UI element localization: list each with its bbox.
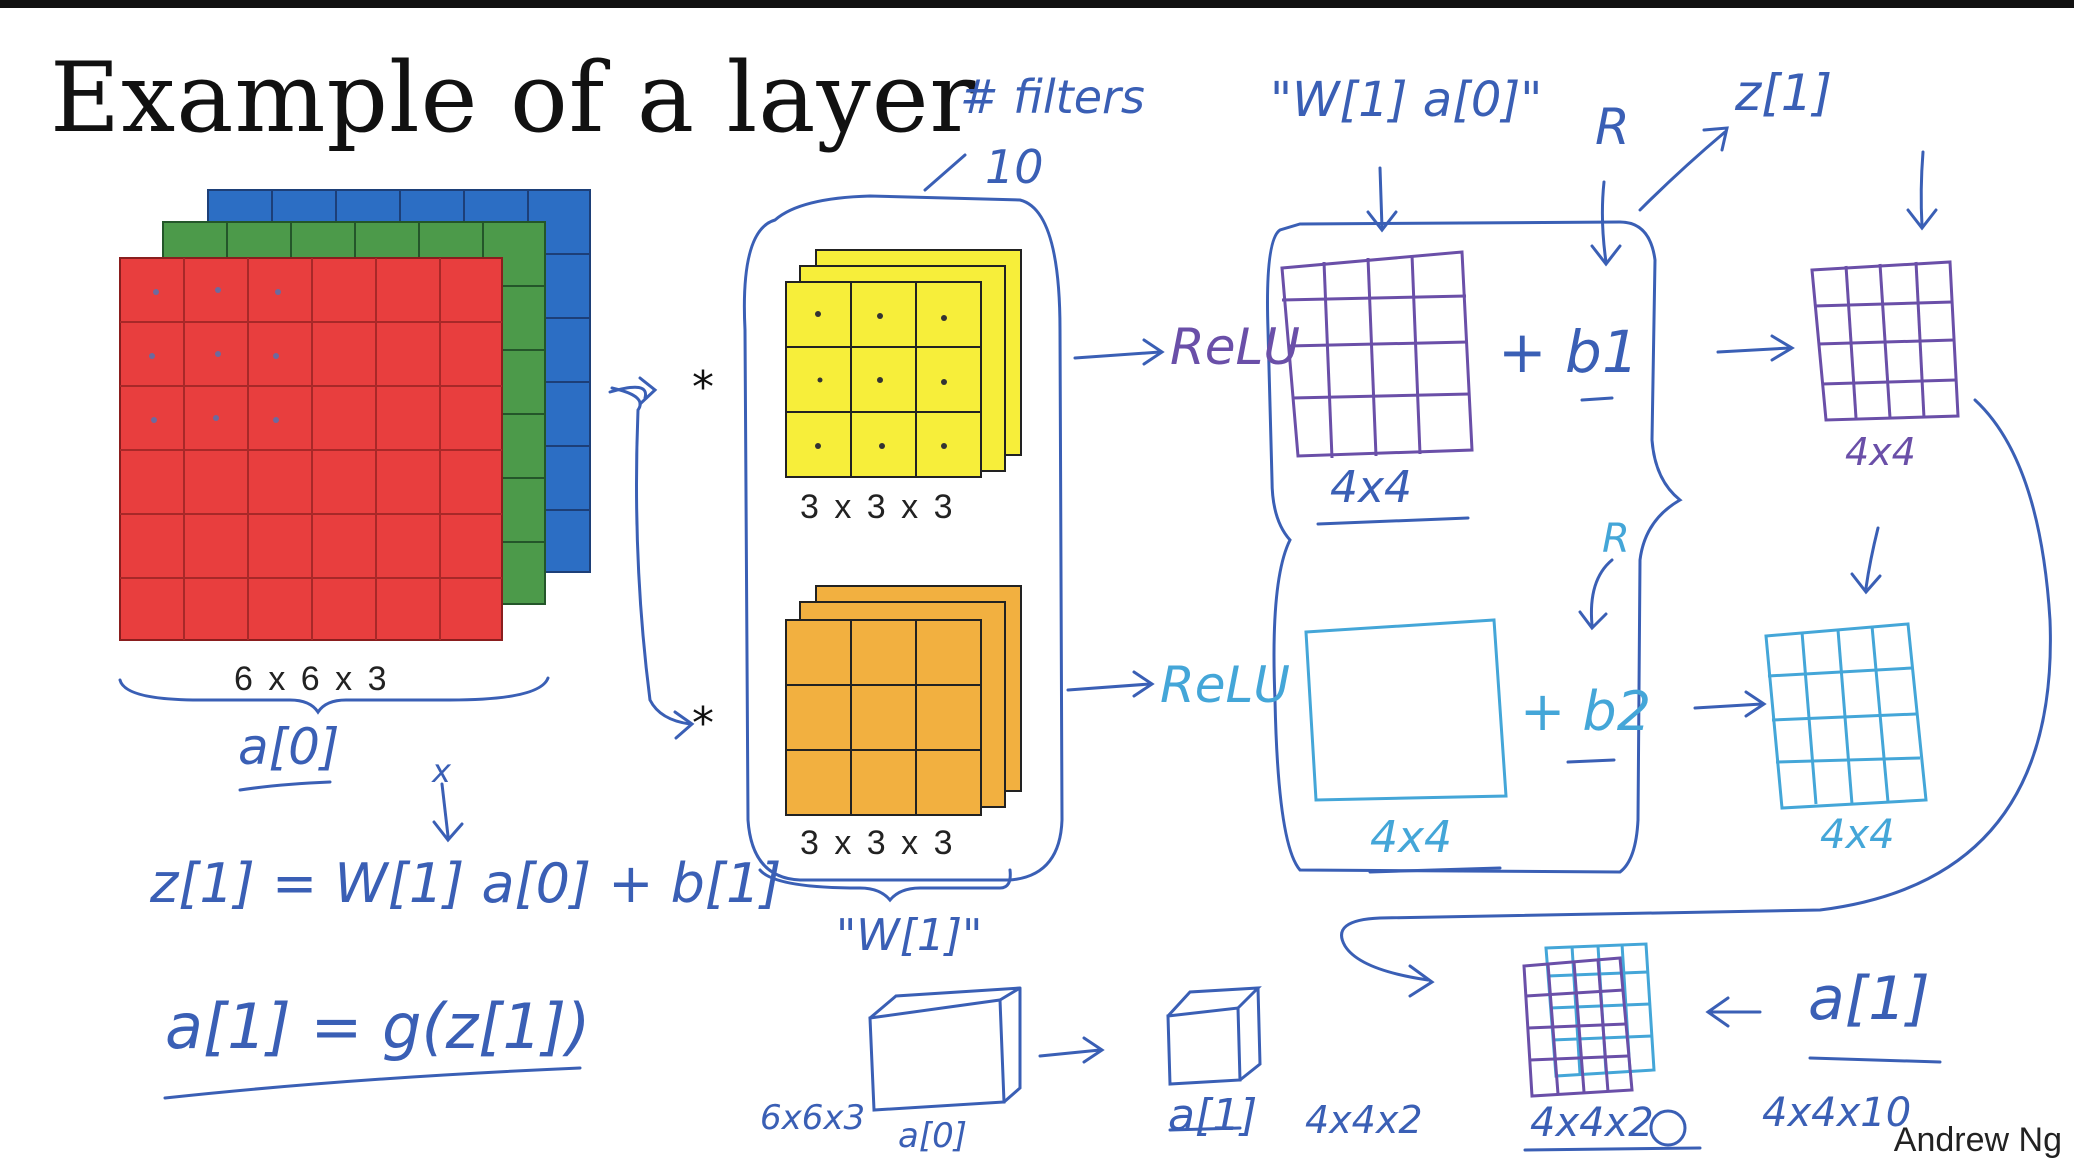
bias-2: + b2 [1520, 680, 1652, 743]
conv-output-grid-1 [1280, 250, 1474, 459]
dim-44-2: 4x4x2 [1530, 1100, 1654, 1146]
dim-663: 6x6x3 [760, 1098, 866, 1138]
a0-annotation: a[0] [238, 718, 340, 776]
z1-annotation: z[1] [1735, 64, 1833, 122]
relu-output-grid-2 [1764, 622, 1928, 810]
yellow-filter [785, 249, 1022, 478]
bias-1: + b1 [1498, 318, 1639, 386]
dim-4410: 4x4x10 [1762, 1090, 1912, 1136]
a1-small: a[1] [1168, 1090, 1258, 1141]
convolution-star-2: * [692, 698, 714, 749]
relu-1: ReLU [1170, 318, 1300, 376]
out1-size: 4x4 [1845, 430, 1916, 474]
filter2-label: 3 x 3 x 3 [800, 824, 956, 862]
ink-strokes [118, 126, 2052, 1152]
red-channel [119, 257, 503, 641]
x-annotation: x [432, 752, 451, 790]
filters-annotation: # filters [960, 70, 1145, 124]
filter1-label: 3 x 3 x 3 [800, 488, 956, 526]
conv-output-grid-2 [1304, 618, 1508, 802]
stacked-output [1522, 942, 1656, 1098]
slide-title: Example of a layer [50, 42, 977, 154]
wa-annotation: "W[1] a[0]" [1270, 72, 1543, 128]
w1-quote: "W[1]" [836, 910, 983, 961]
relu-output-grid-1 [1810, 260, 1960, 422]
r-mid-annotation: R [1602, 516, 1630, 562]
author-credit: Andrew Ng [1893, 1121, 2062, 1159]
top-border [0, 0, 2074, 8]
a1-right: a[1] [1808, 964, 1930, 1034]
z-equation: z[1] = W[1] a[0] + b[1] [150, 852, 782, 915]
input-volume-label: 6 x 6 x 3 [234, 660, 390, 698]
convolution-star-1: * [692, 362, 714, 413]
dim-442: 4x4x2 [1305, 1098, 1423, 1142]
out2-size: 4x4 [1820, 812, 1895, 858]
orange-filter [785, 585, 1022, 816]
ten-annotation: 10 [985, 140, 1044, 194]
input-volume [119, 189, 591, 641]
a-equation: a[1] = g(z[1]) [165, 990, 591, 1063]
grid1-size: 4x4 [1330, 462, 1413, 513]
a0-small: a[0] [898, 1116, 967, 1156]
r-top-annotation: R [1595, 98, 1630, 156]
relu-2: ReLU [1160, 656, 1290, 714]
grid2-size: 4x4 [1370, 812, 1453, 863]
